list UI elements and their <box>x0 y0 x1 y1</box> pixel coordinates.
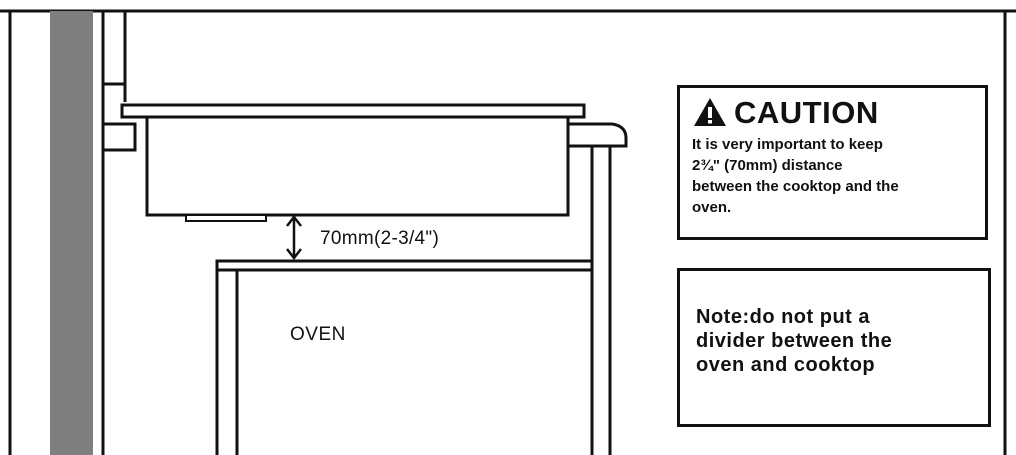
caution-text: It is very important to keep 2¾" (70mm) … <box>692 136 899 216</box>
cooktop-glass <box>120 103 586 119</box>
caution-title: CAUTION <box>734 94 879 130</box>
caution-box: CAUTION It is very important to keep 2¾"… <box>677 85 988 240</box>
wall <box>50 11 93 455</box>
oven-label: OVEN <box>290 324 346 345</box>
countertop <box>103 122 628 152</box>
cooktop-vent <box>185 214 267 222</box>
oven <box>215 259 592 455</box>
warning-triangle-icon <box>694 98 726 126</box>
distance-label: 70mm(2-3/4") <box>320 228 440 249</box>
cabinet-side <box>101 11 127 455</box>
outer-frame <box>0 9 1016 455</box>
right-cabinet-side <box>590 146 612 455</box>
caution-header: CAUTION <box>692 96 979 128</box>
note-text: Note:do not put a divider between the ov… <box>696 306 893 376</box>
distance-arrow <box>286 214 302 261</box>
note-box: Note:do not put a divider between the ov… <box>677 268 991 427</box>
cooktop-body <box>145 115 570 217</box>
